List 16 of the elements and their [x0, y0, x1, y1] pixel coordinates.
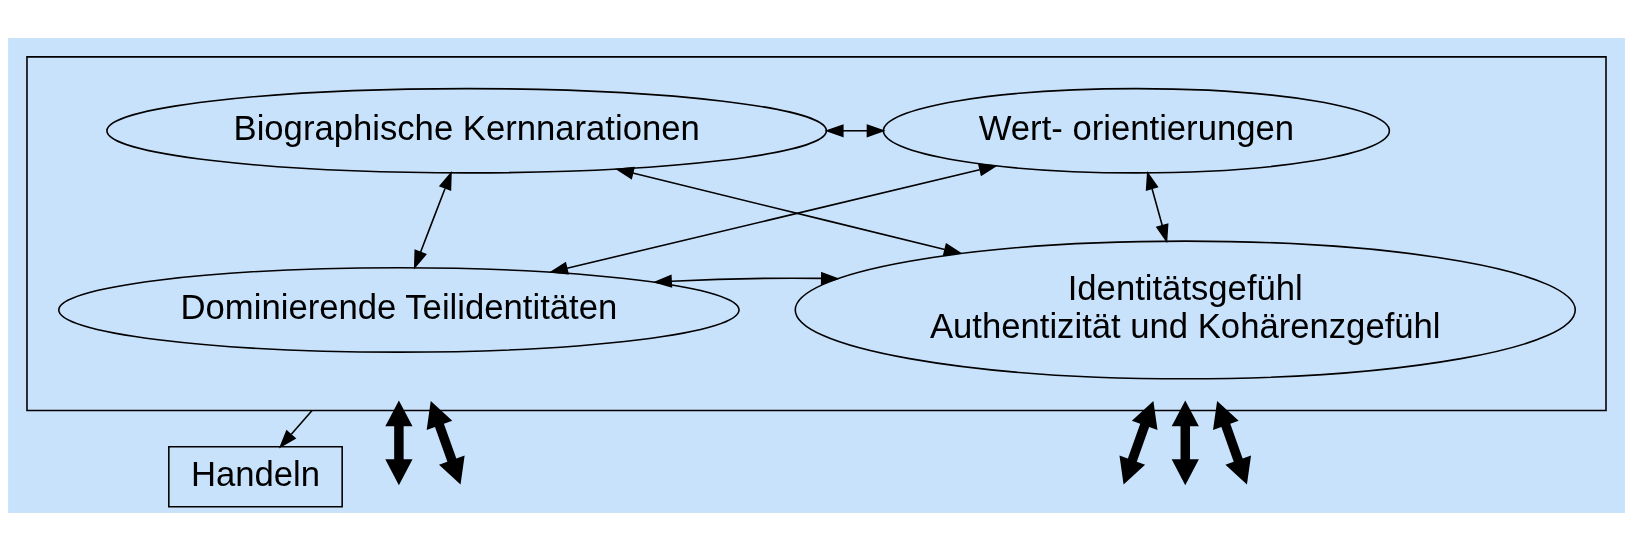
- arrow: [1171, 399, 1199, 485]
- node-ellipse: Biographische Kernnarationen: [106, 87, 828, 174]
- arrow: [824, 123, 886, 137]
- arrow: [278, 409, 313, 448]
- arrow: [413, 170, 452, 269]
- arrow: [1145, 170, 1169, 243]
- arrow: [1213, 400, 1252, 485]
- arrow: [549, 162, 998, 275]
- arrow: [385, 399, 413, 485]
- arrow: [426, 400, 465, 485]
- arrow: [614, 166, 963, 256]
- arrow: [653, 271, 840, 288]
- node-ellipse: Dominierende Teilidentitäten: [57, 266, 740, 353]
- cluster: [26, 55, 1607, 411]
- node-box: Handeln: [168, 445, 343, 507]
- arrow: [1119, 400, 1158, 485]
